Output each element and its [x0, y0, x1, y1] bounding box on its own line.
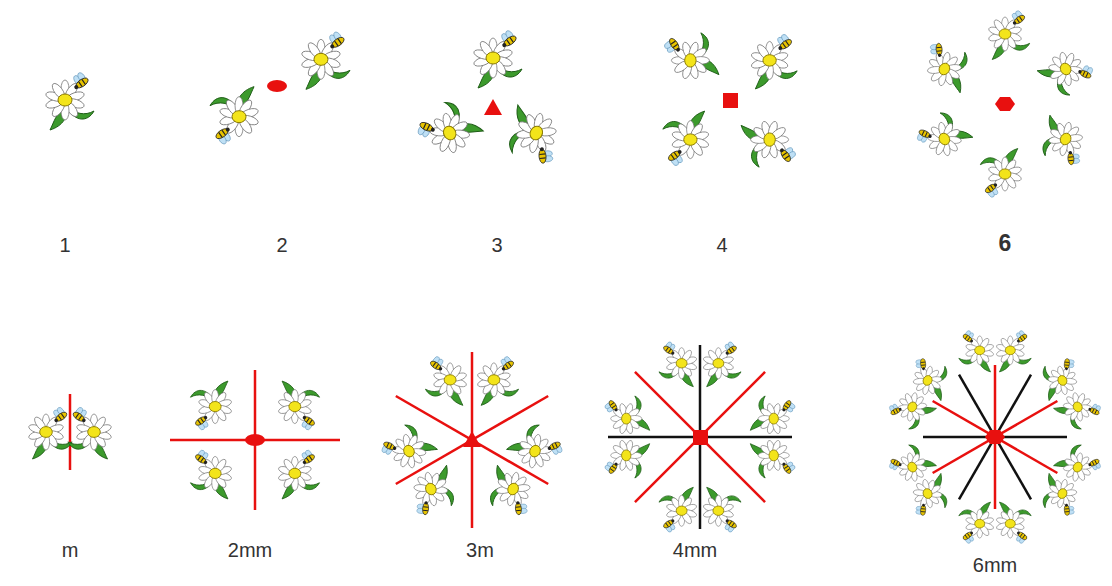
daisy: [1031, 111, 1096, 172]
mirror-line: [635, 372, 765, 502]
daisy: [473, 29, 522, 88]
daisy: [278, 381, 320, 431]
daisy: [663, 111, 710, 167]
group-label: 6: [999, 230, 1012, 258]
fourfold-symbol: [693, 430, 708, 445]
daisy: [191, 449, 233, 499]
mirror-line: [69, 394, 72, 470]
fourfold-symbol: [723, 93, 738, 108]
twofold-symbol: [245, 434, 265, 446]
daisy: [410, 93, 486, 165]
daisy: [750, 33, 797, 89]
daisy: [28, 406, 72, 459]
flowers: [28, 9, 1107, 545]
mirror-line: [396, 396, 548, 484]
group-label: 2mm: [228, 538, 272, 562]
daisy: [375, 417, 440, 478]
daisy: [996, 329, 1031, 372]
daisy: [45, 71, 94, 130]
daisy: [401, 461, 466, 522]
daisy: [301, 30, 350, 89]
daisy: [750, 440, 796, 478]
daisy: [477, 355, 519, 405]
daisy: [703, 340, 741, 386]
daisy: [659, 340, 697, 386]
group-label: 1: [59, 233, 70, 257]
daisy: [703, 487, 741, 533]
daisy: [1035, 42, 1100, 103]
daisy: [659, 487, 697, 533]
daisy: [959, 329, 994, 372]
group-label: 6mm: [973, 553, 1017, 577]
daisy: [902, 470, 957, 522]
rotation-symbols: [245, 80, 1015, 447]
daisy: [496, 100, 572, 172]
daisy: [988, 9, 1030, 59]
daisy: [68, 406, 112, 459]
daisy: [504, 417, 569, 478]
group-label: 2: [276, 233, 287, 257]
daisy: [1052, 438, 1107, 490]
group-label: 3: [491, 233, 502, 257]
daisy: [425, 355, 467, 405]
daisy: [741, 120, 797, 167]
daisy: [1033, 352, 1088, 404]
daisy: [479, 461, 544, 522]
mirror-line: [396, 396, 548, 484]
group-label: 4: [716, 233, 727, 257]
mirror-lines: [70, 345, 1067, 529]
daisy: [914, 35, 979, 96]
twofold-symbol: [267, 80, 287, 92]
daisy: [911, 105, 976, 166]
sixfold-symbol: [995, 97, 1015, 111]
daisy: [996, 502, 1031, 545]
group-label: m: [62, 538, 79, 562]
threefold-symbol: [484, 99, 502, 115]
daisy: [959, 502, 994, 545]
sixfold-symbol: [985, 430, 1005, 444]
threefold-symbol: [463, 431, 481, 447]
daisy: [278, 449, 320, 499]
daisy: [980, 149, 1022, 199]
group-label: 3m: [466, 538, 494, 562]
group-label: 4mm: [673, 538, 717, 562]
daisy: [750, 396, 796, 434]
daisy: [663, 33, 719, 80]
daisy: [884, 384, 939, 436]
daisy: [191, 381, 233, 431]
daisy: [210, 87, 259, 146]
daisy: [603, 396, 649, 434]
mirror-line: [933, 401, 1058, 473]
mirror-line: [959, 375, 1031, 500]
daisy: [603, 440, 649, 478]
